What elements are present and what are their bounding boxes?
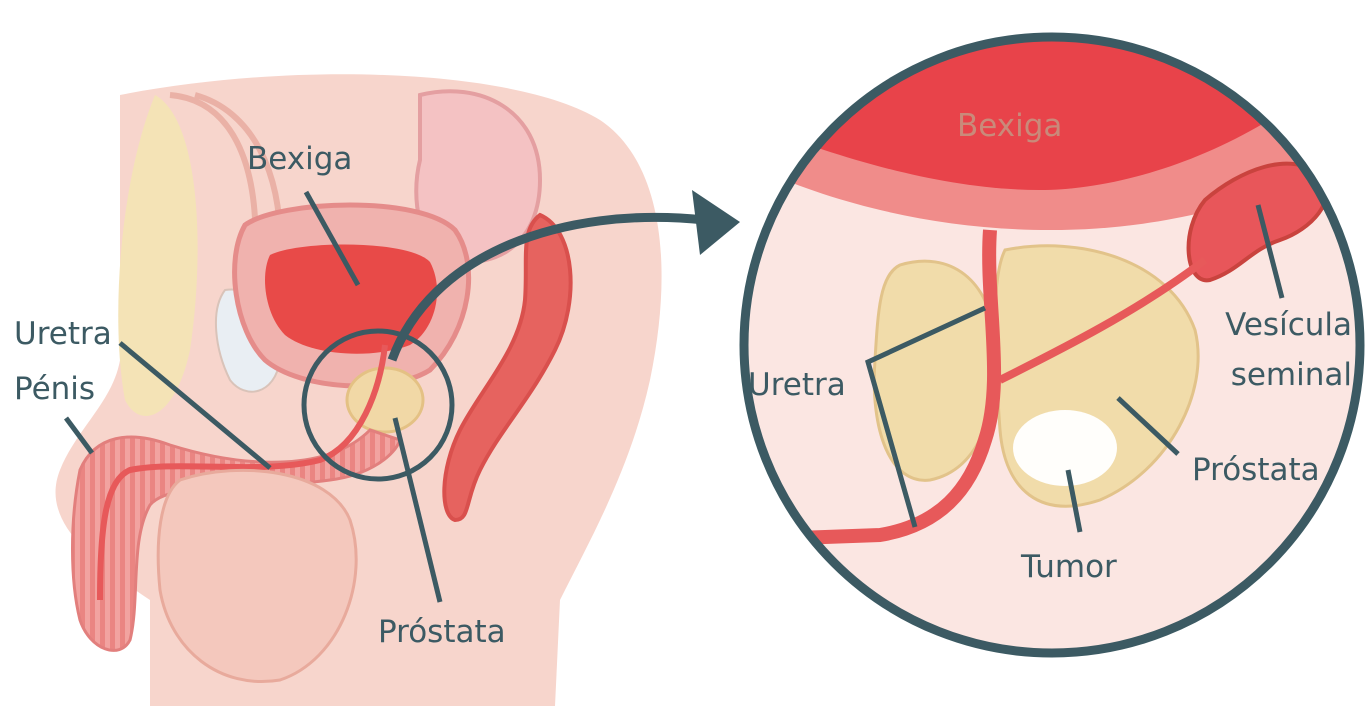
detail-vesicula-label-line1: Vesícula <box>1212 307 1352 343</box>
arrow-head <box>692 190 740 255</box>
detail-uretra-label: Uretra <box>748 367 846 403</box>
overview-prostata-label: Próstata <box>378 614 506 650</box>
detail-tumor-label: Tumor <box>1021 549 1117 585</box>
overview-penis-label: Pénis <box>14 371 95 407</box>
detail-bexiga-label: Bexiga <box>957 108 1062 144</box>
overview-uretra-label: Uretra <box>14 316 112 352</box>
overview-bexiga-label: Bexiga <box>247 141 352 177</box>
overview-illustration <box>56 74 662 706</box>
detail-vesicula-label-line2: seminal <box>1212 357 1352 393</box>
detail-tumor <box>1013 410 1117 486</box>
detail-prostata-label: Próstata <box>1192 452 1320 488</box>
